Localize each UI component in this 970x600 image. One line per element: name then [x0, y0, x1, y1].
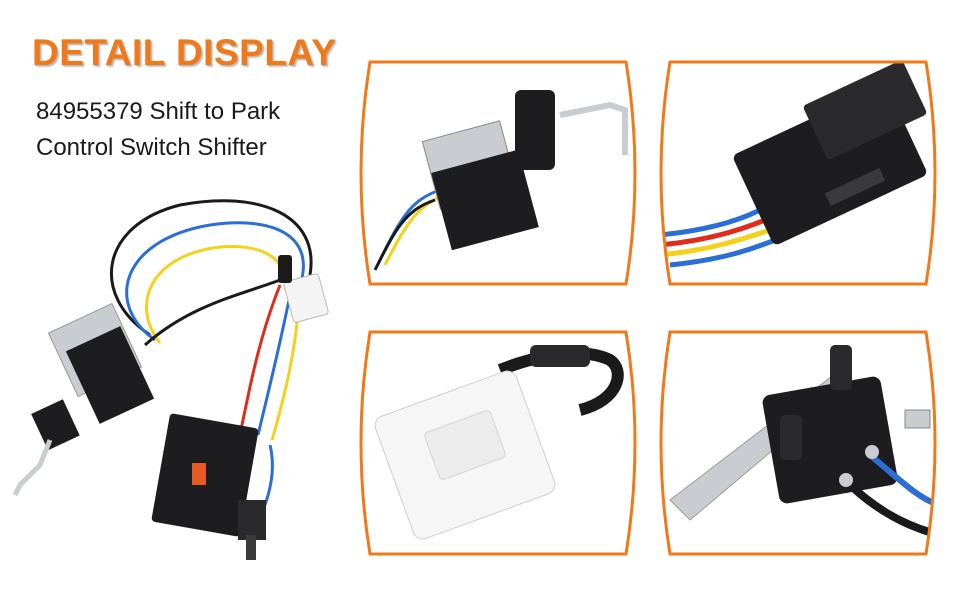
detail-image-micro-switch [650, 330, 946, 556]
detail-image-black-connector [650, 60, 946, 286]
product-overview-image [10, 185, 345, 580]
product-description-line-2: Control Switch Shifter [36, 134, 267, 161]
detail-image-switch [350, 60, 646, 286]
detail-image-white-connector [350, 330, 646, 556]
page-title: DETAIL DISPLAY [32, 32, 337, 73]
product-description-line-1: 84955379 Shift to Park [36, 98, 281, 125]
product-description: 84955379 Shift to Park Control Switch Sh… [36, 94, 280, 166]
